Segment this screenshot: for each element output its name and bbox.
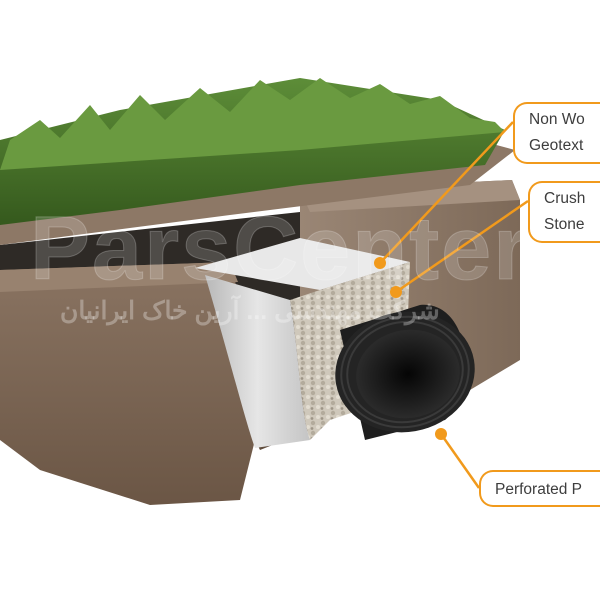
geotextile-wrap (205, 275, 310, 448)
callout-geotextile: Non Wo Geotext (513, 102, 600, 164)
callout-leaders (374, 121, 529, 489)
callout-perforated-pipe: Perforated P (479, 470, 600, 507)
stone-pointer-dot (390, 286, 402, 298)
pipe-pointer-dot (435, 428, 447, 440)
watermark-logo-text: ParsCenter (29, 199, 531, 300)
callout-stone-line-2: Stone (544, 216, 585, 233)
grass-layer (0, 78, 505, 225)
geotextile-top (195, 238, 410, 290)
watermark-company-text: شرکت مهندسی ... آرین خاک ایرانیان (60, 297, 440, 325)
callout-pipe-line-1: Perforated P (495, 481, 583, 498)
geotextile-pointer-dot (374, 257, 386, 269)
callout-geotextile-line-1: Non Wo (529, 111, 585, 128)
perforated-pipe (335, 304, 475, 440)
callout-geotextile-line-2: Geotext (529, 137, 584, 154)
callout-crushed-stone: Crush Stone (528, 181, 600, 243)
callout-stone-line-1: Crush (544, 190, 586, 207)
